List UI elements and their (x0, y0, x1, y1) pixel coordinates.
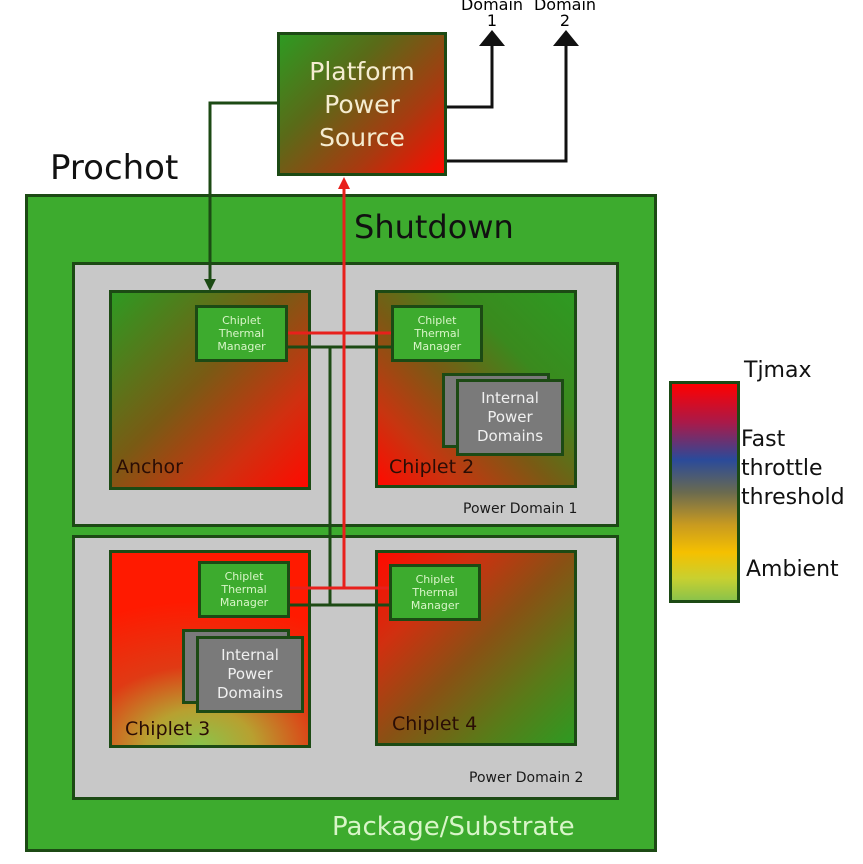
pps-line3: Source (319, 122, 405, 152)
domain-1-label-line2: 1 (486, 11, 498, 30)
domain-2-label: Domain 2 (530, 0, 600, 29)
domain-1-label-line1: Domain (460, 0, 524, 14)
chiplet-thermal-manager-4: Chiplet Thermal Manager (389, 564, 481, 621)
ctm-line2: Thermal (412, 586, 458, 599)
ctm-line3: Manager (412, 340, 462, 353)
pps-line1: Platform (309, 56, 415, 86)
domain-1-output-wire (447, 38, 494, 109)
domain-2-output-wire (447, 38, 568, 163)
chiplet-3-label: Chiplet 3 (125, 718, 211, 740)
ctm-line1: Chiplet (222, 314, 261, 327)
legend-fast-throttle-threshold: Fast throttle threshold (741, 425, 845, 512)
shutdown-arrow-icon (338, 177, 350, 189)
ctm-line1: Chiplet (415, 573, 455, 586)
legend-fast-line3: threshold (741, 485, 845, 510)
ctm-line3: Manager (217, 340, 266, 353)
legend-tjmax: Tjmax (744, 358, 812, 383)
ctm-line3: Manager (410, 599, 460, 612)
temperature-legend-bar (669, 381, 740, 603)
power-domain-2-label: Power Domain 2 (469, 770, 584, 786)
ctm-line2: Thermal (221, 583, 267, 596)
chiplet-thermal-manager-3: Chiplet Thermal Manager (198, 561, 290, 618)
ipd-line2: Power (227, 665, 273, 683)
pps-line2: Power (324, 89, 400, 119)
ipd-line3: Domains (216, 684, 284, 702)
chiplet-thermal-manager-2: Chiplet Thermal Manager (391, 305, 483, 362)
domain-2-label-line1: Domain (533, 0, 597, 14)
internal-power-domains-2: Internal Power Domains (456, 379, 564, 456)
domain-2-arrow-icon (553, 30, 579, 46)
legend-fast-line1: Fast (741, 427, 786, 452)
package-substrate-label: Package/Substrate (332, 812, 575, 842)
chiplet-anchor-label: Anchor (116, 456, 183, 478)
platform-power-source: Platform Power Source (277, 32, 447, 176)
ctm-line2: Thermal (218, 327, 265, 340)
domain-1-arrow-icon (479, 30, 505, 46)
domain-1-label: Domain 1 (457, 0, 527, 29)
internal-power-domains-3: Internal Power Domains (196, 636, 304, 713)
ctm-line3: Manager (219, 596, 269, 609)
legend-fast-line2: throttle (741, 456, 823, 481)
ipd-line2: Power (487, 408, 533, 426)
power-domain-1-label: Power Domain 1 (463, 501, 578, 517)
ctm-line2: Thermal (414, 327, 460, 340)
chiplet-thermal-manager-anchor: Chiplet Thermal Manager (195, 305, 288, 362)
shutdown-label: Shutdown (354, 208, 514, 246)
ipd-line3: Domains (476, 427, 544, 445)
legend-ambient: Ambient (746, 557, 839, 582)
domain-2-label-line2: 2 (559, 11, 571, 30)
prochot-label: Prochot (50, 148, 179, 188)
ctm-line1: Chiplet (417, 314, 457, 327)
ctm-line1: Chiplet (224, 570, 264, 583)
chiplet-4-label: Chiplet 4 (392, 713, 478, 735)
ipd-line1: Internal (221, 646, 279, 664)
ipd-line1: Internal (481, 389, 539, 407)
chiplet-2-label: Chiplet 2 (389, 456, 475, 478)
